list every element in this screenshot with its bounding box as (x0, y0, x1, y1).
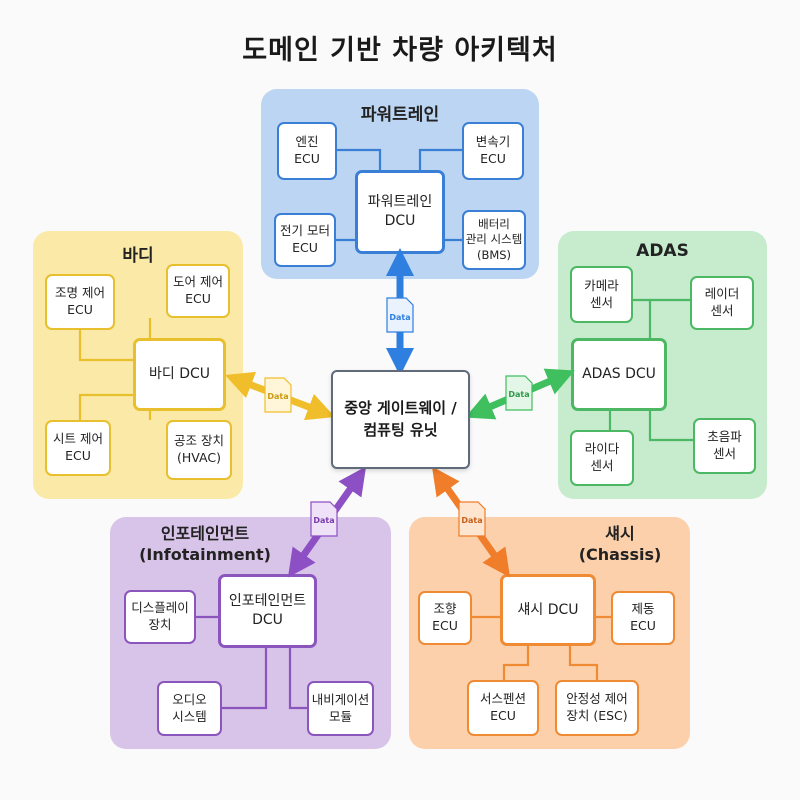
body-dcu: 바디 DCU (133, 338, 226, 411)
radar-sensor: 레이더 센서 (690, 276, 754, 330)
door-control-ecu: 도어 제어 ECU (166, 264, 230, 318)
brake-ecu: 제동 ECU (611, 591, 675, 645)
camera-sensor: 카메라 센서 (570, 266, 633, 323)
infotainment-dcu: 인포테인먼트 DCU (218, 574, 317, 648)
bms-module: 배터리 관리 시스템 (BMS) (462, 210, 526, 270)
electric-motor-ecu: 전기 모터 ECU (274, 213, 336, 267)
powertrain-data-icon: Data (386, 297, 414, 333)
infotainment-title: 인포테인먼트 (Infotainment) (139, 524, 271, 564)
powertrain-dcu: 파워트레인 DCU (355, 170, 445, 254)
adas-data-icon: Data (505, 375, 533, 411)
adas-connectors (608, 298, 693, 442)
suspension-ecu: 서스펜션 ECU (467, 680, 539, 736)
chassis-data-label: Data (461, 516, 482, 525)
adas-data-label: Data (508, 390, 529, 399)
lidar-sensor: 라이다 센서 (570, 430, 634, 486)
infotainment-connectors (196, 615, 307, 710)
navigation-module: 내비게이션 모듈 (307, 681, 374, 736)
infotainment-data-label: Data (313, 516, 334, 525)
engine-ecu: 엔진 ECU (277, 122, 337, 180)
chassis-connectors (472, 615, 611, 680)
display-unit: 디스플레이 장치 (124, 590, 196, 644)
body-connectors (78, 318, 152, 420)
page-title: 도메인 기반 차량 아키텍처 (242, 35, 558, 66)
lighting-control-ecu: 조명 제어 ECU (45, 274, 115, 330)
ultrasonic-sensor: 초음파 센서 (693, 418, 756, 474)
esc-unit: 안정성 제어 장치 (ESC) (555, 680, 639, 736)
powertrain-connectors (336, 148, 462, 242)
infotainment-data-icon: Data (310, 501, 338, 537)
chassis-dcu: 섀시 DCU (500, 574, 596, 646)
chassis-title: 섀시 (Chassis) (578, 524, 662, 564)
seat-control-ecu: 시트 제어 ECU (45, 420, 111, 476)
audio-system: 오디오 시스템 (157, 681, 222, 736)
body-data-icon: Data (264, 377, 292, 413)
adas-title: ADAS (636, 241, 689, 261)
body-data-label: Data (267, 392, 288, 401)
powertrain-title: 파워트레인 (360, 105, 440, 125)
hvac-unit: 공조 장치 (HVAC) (166, 420, 232, 480)
central-gateway: 중앙 게이트웨이 / 컴퓨팅 유닛 (331, 370, 470, 469)
powertrain-data-label: Data (389, 313, 410, 322)
transmission-ecu: 변속기 ECU (462, 122, 524, 180)
steering-ecu: 조향 ECU (418, 591, 472, 645)
chassis-data-icon: Data (458, 501, 486, 537)
body-title: 바디 (122, 246, 154, 266)
